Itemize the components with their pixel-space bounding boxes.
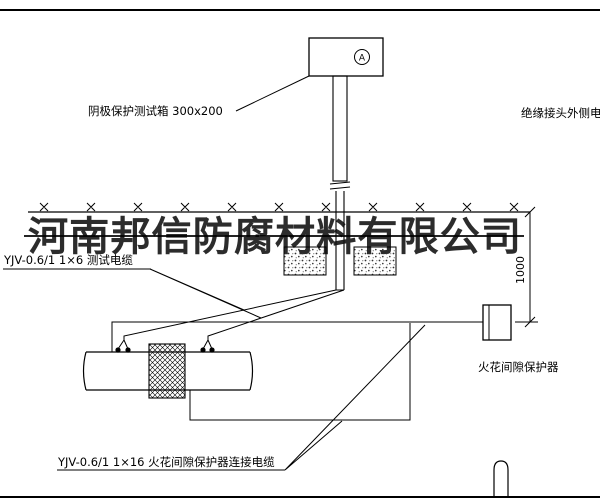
- drawing-frame: [0, 9, 600, 498]
- test-cable-leader-lines: [3, 268, 262, 319]
- concrete-blocks: [283, 246, 397, 276]
- bottom-cable-label: YJV-0.6/1 1×16 火花间隙保护器连接电缆: [57, 455, 275, 469]
- weld-point: [200, 347, 206, 353]
- protector-cable-lower: [189, 323, 411, 421]
- test-box-label: 阴极保护测试箱 300x200: [88, 104, 223, 118]
- test-box: [308, 37, 384, 77]
- ground-hatch-icon: [39, 202, 519, 212]
- spark-gap-protector: [482, 304, 512, 341]
- post-upper: [332, 75, 348, 182]
- concrete-block-left: [283, 246, 327, 276]
- test-box-leader-line: [235, 75, 310, 112]
- bottom-cable-leader-lines: [57, 324, 426, 471]
- test-box-body: [308, 37, 384, 77]
- concrete-block-right: [353, 246, 397, 276]
- post-break-icon: [329, 181, 351, 190]
- pipe-cap-right: [249, 351, 254, 391]
- test-cable-left: [117, 289, 337, 350]
- test-cables: [117, 289, 345, 350]
- weld-point: [115, 347, 121, 353]
- test-cable-right: [202, 289, 345, 350]
- weld-point: [125, 347, 131, 353]
- dimension-value: 1000: [514, 256, 527, 284]
- insulated-joint-cable-label: 绝缘接头外侧电缆: [521, 106, 600, 120]
- weld-point: [209, 347, 215, 353]
- pipe-cap-left: [82, 351, 87, 391]
- protector-body: [482, 304, 512, 341]
- test-cable-label: YJV-0.6/1 1×6 测试电缆: [3, 253, 133, 267]
- spark-gap-label: 火花间隙保护器: [478, 360, 559, 374]
- insulating-joint: [148, 343, 186, 399]
- protector-cables: [111, 321, 483, 421]
- weld-points: [115, 347, 215, 353]
- test-post: [329, 75, 351, 291]
- protector-cable-upper: [111, 321, 483, 352]
- dimension-1000: [515, 206, 538, 328]
- meter-circle-icon: [354, 49, 370, 65]
- meter-symbol: A: [359, 54, 366, 64]
- pipe-riser-icon: [493, 460, 509, 497]
